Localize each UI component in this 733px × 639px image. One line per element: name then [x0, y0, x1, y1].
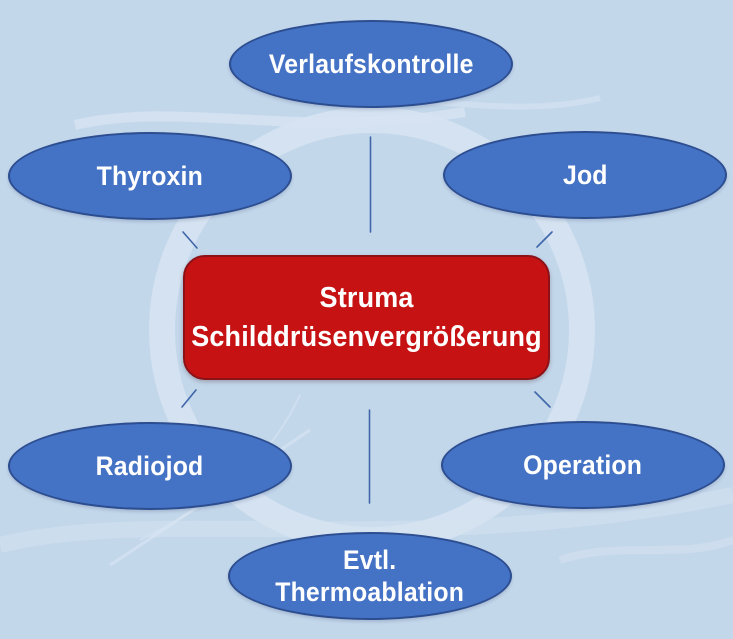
connector-center-to-radiojod — [181, 389, 197, 408]
node-struma-center: Struma Schilddrüsenvergrößerung — [183, 255, 550, 380]
node-thermoablation: Evtl.Thermoablation — [228, 532, 512, 620]
node-thyroxin-label: Thyroxin — [96, 160, 204, 191]
node-radiojod: Radiojod — [8, 422, 292, 510]
center-title-line2: Schilddrüsenvergrößerung — [191, 320, 542, 353]
node-thermoablation-line1: Evtl. — [343, 544, 397, 575]
node-thermoablation-line2: Thermoablation — [275, 577, 465, 607]
connector-center-to-thyroxin — [182, 231, 198, 249]
connector-center-to-jod — [536, 231, 553, 248]
node-jod-label: Jod — [562, 159, 608, 190]
connector-center-to-operation — [534, 391, 551, 408]
node-operation-label: Operation — [523, 449, 643, 480]
center-title-line1: Struma — [319, 282, 414, 315]
node-operation: Operation — [441, 421, 725, 509]
node-thermoablation-label: Evtl.Thermoablation — [276, 544, 465, 609]
node-radiojod-label: Radiojod — [96, 450, 204, 481]
node-verlaufskontrolle-label: Verlaufskontrolle — [268, 48, 474, 79]
node-jod: Jod — [443, 131, 727, 219]
node-thyroxin: Thyroxin — [8, 132, 292, 220]
node-verlaufskontrolle: Verlaufskontrolle — [229, 20, 513, 108]
